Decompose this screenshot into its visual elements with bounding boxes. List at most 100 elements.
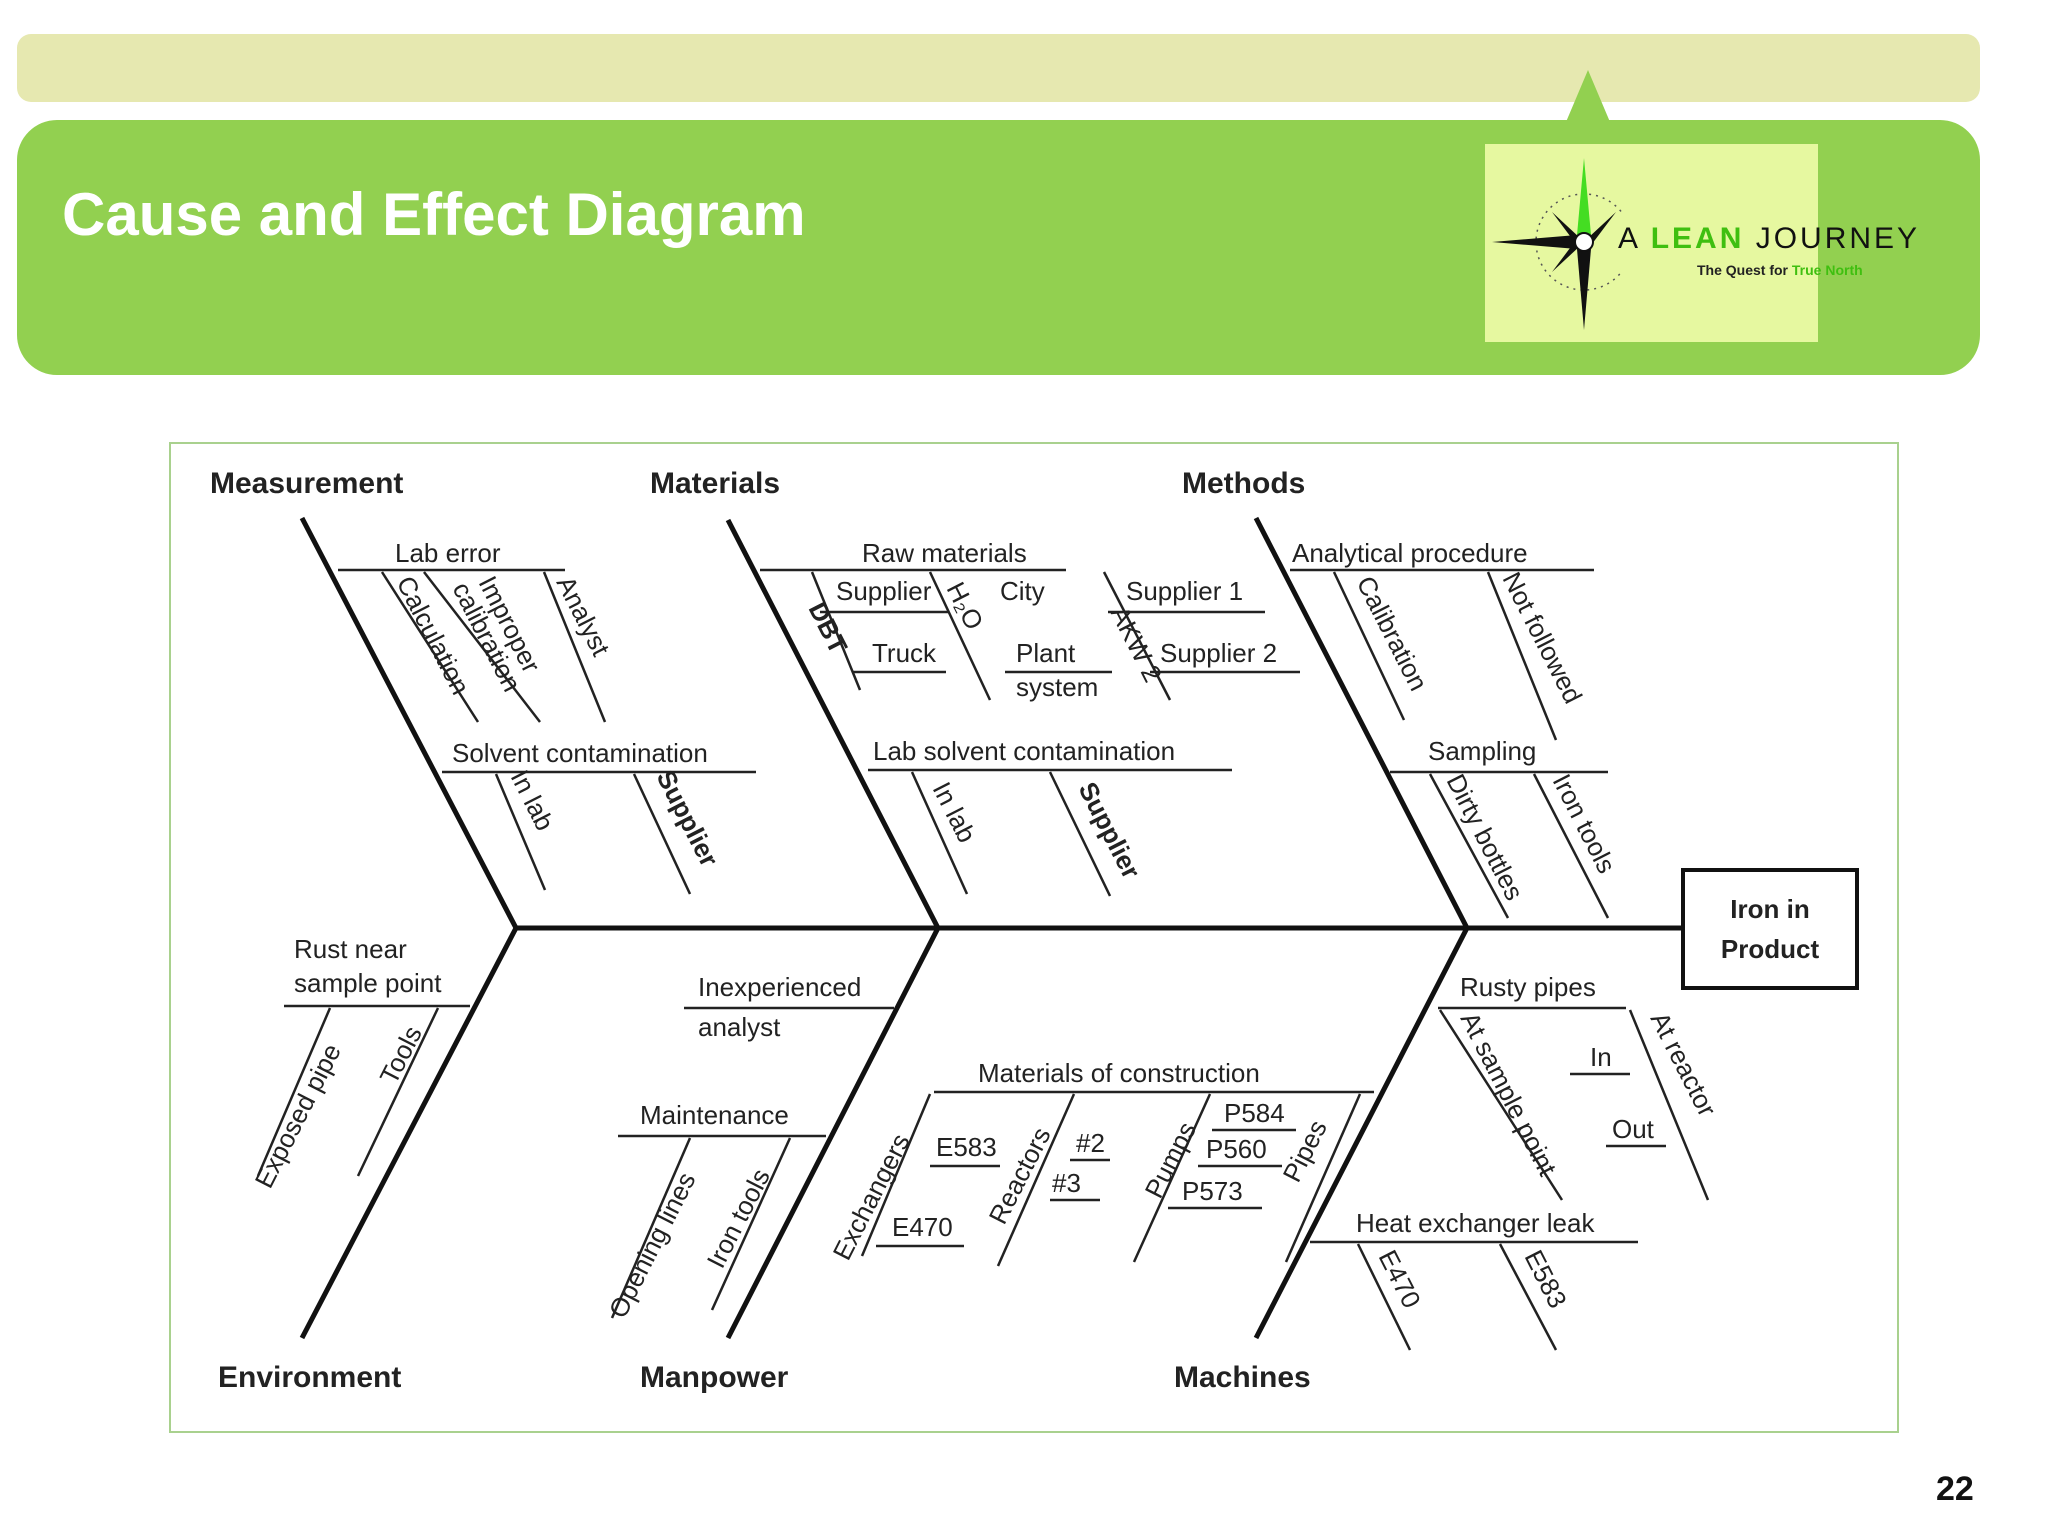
- effect-line-1: Iron in: [1730, 894, 1809, 924]
- category-manpower: Manpower: [640, 1361, 789, 1394]
- twig-supplier-2: [1048, 771, 1112, 897]
- effect-line-2: Product: [1721, 934, 1820, 964]
- bone-manpower: [725, 926, 941, 1340]
- twig-opening-lines: [610, 1137, 692, 1319]
- label-p560: P560: [1206, 1134, 1267, 1164]
- twig-iron-tools-2: [710, 1137, 792, 1311]
- label-plant: Plant: [1016, 638, 1076, 668]
- twig-at-sample-point: [1438, 1009, 1564, 1201]
- label-opening-lines: Opening lines: [603, 1167, 702, 1322]
- label-heat-exchanger-leak: Heat exchanger leak: [1356, 1208, 1595, 1238]
- label-rusty-pipes: Rusty pipes: [1460, 972, 1596, 1002]
- label-dirty-bottles: Dirty bottles: [1441, 769, 1530, 905]
- logo-pointer: [1566, 70, 1610, 122]
- effect-box: [1681, 868, 1859, 990]
- label-inexperienced: Inexperienced: [698, 972, 861, 1002]
- label-supplier2: Supplier 2: [1160, 638, 1277, 668]
- logo-prefix: A: [1618, 222, 1640, 255]
- label-hash2: #2: [1076, 1128, 1105, 1158]
- twig-supplier-1: [632, 773, 692, 895]
- label-city: City: [1000, 576, 1045, 606]
- twig-in-lab-1: [494, 773, 547, 891]
- twig-calculation: [380, 571, 480, 723]
- label-supplier-1: Supplier: [651, 765, 725, 871]
- twig-exchangers: [860, 1093, 932, 1257]
- twig-analyst: [542, 571, 607, 723]
- bone-environment: [299, 926, 519, 1340]
- category-environment: Environment: [218, 1361, 401, 1394]
- twig-iron-tools-1: [1532, 773, 1610, 919]
- label-analyst: Analyst: [551, 571, 617, 661]
- twig-not-followed: [1486, 571, 1558, 741]
- label-raw-materials: Raw materials: [862, 538, 1027, 568]
- category-methods: Methods: [1182, 467, 1305, 500]
- bone-machines: [1253, 926, 1470, 1340]
- twig-reactors: [996, 1093, 1076, 1267]
- label-e583-leak: E583: [1519, 1245, 1573, 1313]
- tagline-highlight: True North: [1791, 262, 1863, 278]
- label-e583: E583: [936, 1132, 997, 1162]
- label-in-lab-1: In lab: [505, 765, 561, 835]
- diagram-frame: [169, 442, 1899, 1433]
- page-number: 22: [1936, 1470, 1974, 1508]
- label-e470: E470: [892, 1212, 953, 1242]
- label-out: Out: [1612, 1114, 1655, 1144]
- twig-dirty-bottles: [1428, 773, 1510, 919]
- twig-pipes: [1284, 1093, 1362, 1263]
- twig-akw2: [1102, 571, 1172, 701]
- label-truck: Truck: [872, 638, 937, 668]
- label-iron-tools-1: Iron tools: [1547, 769, 1622, 878]
- label-exchangers: Exchangers: [827, 1129, 916, 1265]
- bone-materials: [725, 518, 941, 930]
- label-solvent-contamination: Solvent contamination: [452, 738, 708, 768]
- logo-wordmark: A LEAN JOURNEY: [1618, 222, 1920, 256]
- twig-e583: [1498, 1243, 1558, 1351]
- logo-tagline: The Quest for True North: [1697, 262, 1863, 278]
- tagline-prefix: The Quest for: [1697, 262, 1789, 278]
- category-machines: Machines: [1174, 1361, 1311, 1394]
- logo-lean: LEAN: [1650, 222, 1745, 255]
- category-materials: Materials: [650, 467, 780, 500]
- label-sample-point: sample point: [294, 968, 442, 998]
- label-iron-tools-2: Iron tools: [701, 1164, 776, 1273]
- top-band: [17, 34, 1980, 102]
- category-measurement: Measurement: [210, 467, 403, 500]
- twig-h2o: [928, 571, 992, 701]
- twig-at-reactor: [1628, 1009, 1710, 1201]
- label-not-followed: Not followed: [1497, 567, 1589, 708]
- logo-journey: JOURNEY: [1755, 222, 1921, 255]
- label-supplier-2: Supplier: [1073, 777, 1147, 883]
- label-analytical-procedure: Analytical procedure: [1292, 538, 1528, 568]
- label-p573: P573: [1182, 1176, 1243, 1206]
- label-hash3: #3: [1052, 1168, 1081, 1198]
- twig-e470: [1356, 1243, 1412, 1351]
- twig-calibration: [1332, 571, 1406, 721]
- label-tools: Tools: [374, 1021, 428, 1089]
- label-at-sample-point: At sample point: [1455, 1007, 1563, 1181]
- label-akw2: AKW 2: [1105, 601, 1168, 687]
- twig-pumps: [1132, 1093, 1212, 1263]
- label-in: In: [1590, 1042, 1612, 1072]
- twig-exposed-pipe: [256, 1007, 332, 1177]
- label-materials-of-construction: Materials of construction: [978, 1058, 1260, 1088]
- label-system: system: [1016, 672, 1098, 702]
- twig-in-lab-2: [910, 771, 969, 895]
- twig-tools: [356, 1007, 440, 1177]
- slide-title: Cause and Effect Diagram: [62, 181, 806, 248]
- label-e470-leak: E470: [1373, 1245, 1427, 1313]
- label-h2o: H₂O: [941, 577, 990, 634]
- label-exposed-pipe: Exposed pipe: [249, 1039, 347, 1193]
- twig-dbt: [810, 571, 862, 691]
- label-dbt: DBT: [803, 597, 854, 658]
- label-p584: P584: [1224, 1098, 1285, 1128]
- label-in-lab-2: In lab: [927, 777, 983, 847]
- label-maintenance: Maintenance: [640, 1100, 789, 1130]
- label-lab-solvent: Lab solvent contamination: [873, 736, 1175, 766]
- twig-improper-calibration: [423, 571, 541, 723]
- compass-icon: [1492, 158, 1622, 330]
- label-analyst: analyst: [698, 1012, 781, 1042]
- label-sampling: Sampling: [1428, 736, 1536, 766]
- label-lab-error: Lab error: [395, 538, 501, 568]
- label-supplier: Supplier: [836, 576, 932, 606]
